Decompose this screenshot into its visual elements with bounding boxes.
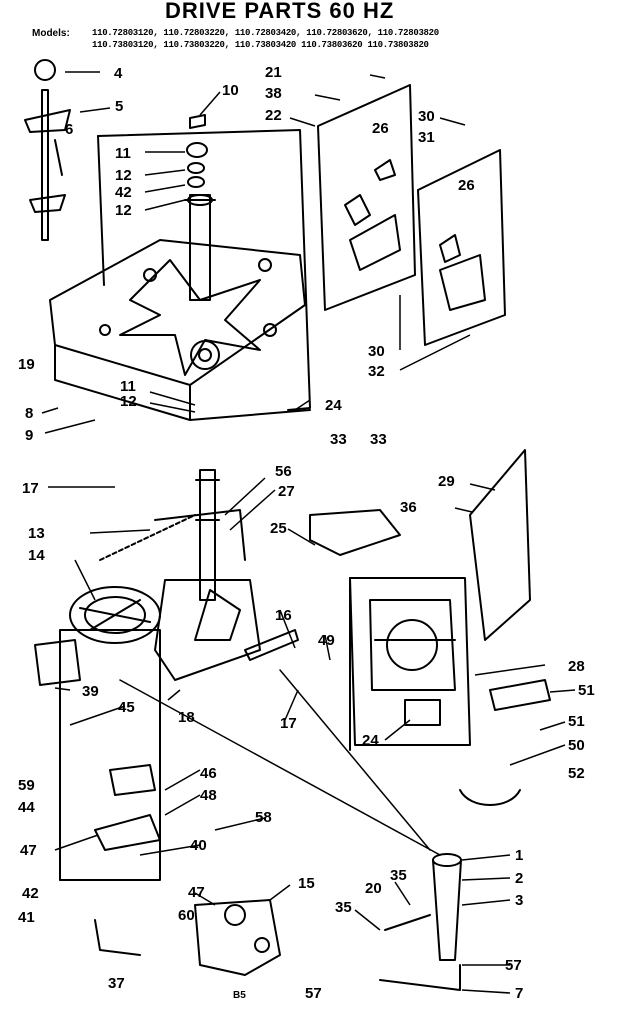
callout-30a: 30 xyxy=(418,108,435,125)
model-numbers-line-2: 110.73803120, 110.73803220, 110.73803420… xyxy=(92,40,429,50)
callout-59: 59 xyxy=(18,777,35,794)
callout-46: 46 xyxy=(200,765,217,782)
callout-30b: 30 xyxy=(368,343,385,360)
callout-28: 28 xyxy=(568,658,585,675)
hose-37 xyxy=(94,919,141,956)
callout-16: 16 xyxy=(275,607,292,624)
callout-40: 42 xyxy=(115,184,132,201)
callout-55: 52 xyxy=(568,765,585,782)
callout-44: 42 xyxy=(22,885,39,902)
callout-51a: 49 xyxy=(318,632,335,649)
callout-32: 32 xyxy=(368,363,385,380)
callout-52: 51 xyxy=(578,682,595,699)
model-numbers-line-1: 110.72803120, 110.72803220, 110.72803420… xyxy=(92,28,439,38)
callout-8: 8 xyxy=(25,405,33,422)
callout-25: 25 xyxy=(270,520,287,537)
callout-33: 33 xyxy=(370,431,387,448)
diagram-title: DRIVE PARTS 60 HZ xyxy=(165,0,395,23)
callout-15: 15 xyxy=(298,875,315,892)
callout-11: 11 xyxy=(115,145,131,162)
models-label: Models: xyxy=(32,28,70,39)
callout-58: 58 xyxy=(255,809,272,826)
bracket-panel-22 xyxy=(317,84,416,311)
motor-cover-panel-29 xyxy=(469,449,531,641)
callout-37: 37 xyxy=(108,975,125,992)
callout-1: 1 xyxy=(515,847,523,864)
harness-line-2 xyxy=(279,669,431,851)
callout-50: 48 xyxy=(200,787,217,804)
callout-17b: 17 xyxy=(280,715,297,732)
leader-lines xyxy=(41,71,576,994)
callout-21: 21 xyxy=(265,64,282,81)
callout-56: 56 xyxy=(275,463,292,480)
callout-22: 22 xyxy=(265,107,282,124)
page-mark: B5 xyxy=(233,990,246,1001)
motor-bracket-27 xyxy=(309,509,401,556)
callout-47: 47 xyxy=(20,842,37,859)
callout-17a: 17 xyxy=(22,480,39,497)
callout-14: 14 xyxy=(28,547,45,564)
callout-51b: 50 xyxy=(568,737,585,754)
callout-53: 51 xyxy=(568,713,585,730)
callout-11b: 11 xyxy=(120,378,136,395)
callout-34: 33 xyxy=(330,431,347,448)
callout-60: 60 xyxy=(178,907,195,924)
callout-57b: 57 xyxy=(505,957,522,974)
callout-48: 47 xyxy=(188,884,205,901)
callout-12c: 12 xyxy=(120,393,137,410)
callout-4: 4 xyxy=(114,65,123,82)
callout-labels: 4 5 6 10 11 12 42 12 21 38 22 26 30 31 2… xyxy=(18,64,595,1002)
harness-line xyxy=(119,679,441,856)
clamp-55 xyxy=(459,789,521,806)
callout-6: 6 xyxy=(65,121,73,138)
callout-57a: 57 xyxy=(305,985,322,1002)
callout-12a: 12 xyxy=(115,167,132,184)
callout-26b: 26 xyxy=(458,177,475,194)
callout-42: 41 xyxy=(18,909,35,926)
callout-9: 9 xyxy=(25,427,33,444)
callout-29: 29 xyxy=(438,473,455,490)
drive-motor xyxy=(349,577,471,746)
water-pump xyxy=(194,899,281,976)
callout-13: 13 xyxy=(28,525,45,542)
callout-19: 19 xyxy=(18,356,35,373)
callout-39: 39 xyxy=(82,683,99,700)
upper-spindle xyxy=(184,114,216,301)
lid-switch-assembly xyxy=(34,639,161,851)
callout-45: 44 xyxy=(18,799,35,816)
base-plate xyxy=(49,129,311,421)
callout-20: 20 xyxy=(365,880,382,897)
callout-23: 24 xyxy=(325,397,342,414)
callout-27: 27 xyxy=(278,483,295,500)
callout-24: 24 xyxy=(362,732,379,749)
callout-36: 36 xyxy=(400,499,417,516)
callout-2: 2 xyxy=(515,870,523,887)
bracket-panel-31 xyxy=(417,149,506,346)
callout-31: 31 xyxy=(418,129,435,146)
agitator-shaft-assembly xyxy=(24,59,71,241)
callout-49: 45 xyxy=(118,699,135,716)
callout-10: 10 xyxy=(222,82,239,99)
callout-26a: 26 xyxy=(372,120,389,137)
callout-3: 3 xyxy=(515,892,523,909)
callout-18: 18 xyxy=(178,709,195,726)
callout-41: 40 xyxy=(190,837,207,854)
callout-38: 38 xyxy=(265,85,282,102)
callout-7: 7 xyxy=(515,985,523,1002)
transmission-assembly xyxy=(69,469,299,681)
capacitor-52 xyxy=(489,679,551,711)
drain-hose xyxy=(379,853,462,991)
callout-35a: 35 xyxy=(390,867,407,884)
callout-5: 5 xyxy=(115,98,123,115)
callout-12b: 12 xyxy=(115,202,132,219)
callout-35b: 35 xyxy=(335,899,352,916)
